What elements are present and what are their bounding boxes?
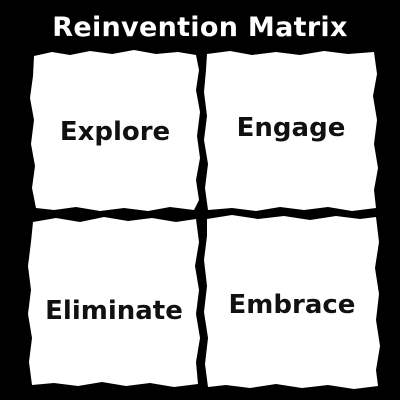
quadrant-label-engage: Engage	[236, 113, 346, 143]
quadrant-eliminate: Eliminate	[28, 216, 200, 388]
quadrant-label-eliminate: Eliminate	[45, 296, 183, 326]
brush-panel-shape	[204, 51, 378, 211]
brush-panel-shape	[30, 50, 200, 211]
quadrant-label-explore: Explore	[59, 117, 171, 147]
quadrant-embrace: Embrace	[204, 214, 380, 390]
brush-panel-shape	[28, 217, 200, 387]
diagram-title: Reinvention Matrix	[52, 12, 348, 43]
quadrant-engage: Engage	[204, 50, 378, 212]
quadrant-label-embrace: Embrace	[228, 290, 356, 320]
quadrant-explore: Explore	[30, 50, 200, 212]
brush-panel-shape	[204, 215, 380, 389]
